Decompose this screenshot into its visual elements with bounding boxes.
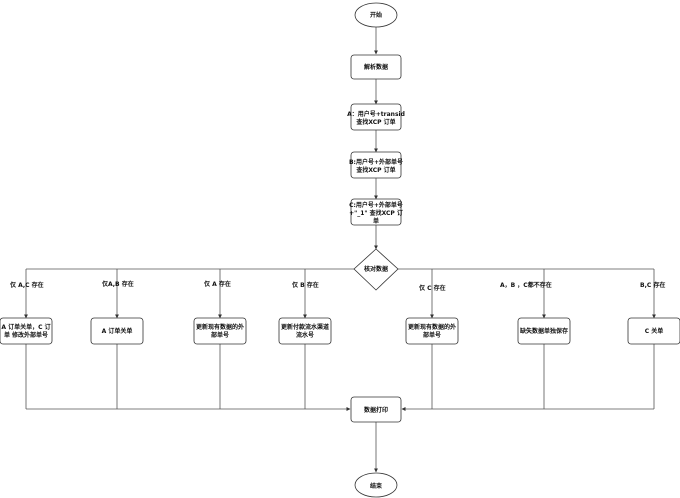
action-6-line-1: 缺失数据单独保存 bbox=[520, 327, 568, 335]
end-node bbox=[354, 472, 398, 498]
action-node-2 bbox=[90, 317, 144, 345]
start-label: 开始 bbox=[370, 11, 382, 19]
start-node bbox=[354, 2, 398, 28]
action-2-line-1: A 订单关单 bbox=[102, 327, 133, 335]
decision-node bbox=[353, 248, 399, 291]
print-label: 数据打印 bbox=[364, 406, 388, 414]
action-3-line-1: 更新现有数据的外 bbox=[196, 323, 244, 331]
action-1-line-1: A 订单关单，C 订 bbox=[1, 323, 50, 331]
lookup-c-line-2: +"_1" 查找XCP 订 bbox=[349, 209, 403, 217]
action-node-5 bbox=[405, 317, 459, 345]
lookup-c-node bbox=[350, 198, 402, 226]
action-node-3 bbox=[193, 317, 247, 345]
action-node-6 bbox=[517, 317, 571, 345]
lookup-b-line-2: 查找XCP 订单 bbox=[355, 166, 395, 174]
condition-1: 仅 A,C 存在 bbox=[9, 281, 44, 289]
condition-2: 仅A,B 存在 bbox=[101, 280, 134, 288]
parse-label: 解析数据 bbox=[364, 63, 388, 71]
condition-5: 仅 C 存在 bbox=[418, 284, 446, 292]
parse-node bbox=[350, 54, 402, 80]
lookup-c-line-1: C:用户号+外部单号 bbox=[349, 201, 403, 209]
end-label: 结束 bbox=[370, 482, 383, 490]
action-3-line-2: 部单号 bbox=[211, 331, 229, 339]
lookup-c-line-3: 单 bbox=[373, 217, 379, 225]
action-4-line-1: 更新付款流水渠道 bbox=[281, 323, 329, 331]
condition-6: A，B ，C都不存在 bbox=[500, 281, 552, 289]
action-7-line-1: C 关单 bbox=[645, 327, 664, 335]
main-connectors bbox=[24, 27, 656, 473]
lookup-b-line-1: B:用户号+外部单号 bbox=[349, 158, 403, 166]
lookup-b-node bbox=[350, 151, 402, 179]
condition-3: 仅 A 存在 bbox=[203, 280, 231, 288]
lookup-a-line-2: 查找XCP 订单 bbox=[355, 118, 395, 126]
action-5-line-1: 更新现有数据的外 bbox=[408, 323, 456, 331]
condition-4: 仅 B 存在 bbox=[291, 281, 319, 289]
lookup-a-node bbox=[350, 103, 402, 131]
action-4-line-2: 流水号 bbox=[296, 331, 314, 339]
condition-7: B,C 存在 bbox=[640, 281, 665, 289]
action-node-1 bbox=[0, 317, 53, 345]
print-node bbox=[350, 396, 402, 423]
decision-label: 核对数据 bbox=[364, 265, 388, 273]
action-node-4 bbox=[278, 317, 332, 345]
action-1-line-2: 单 修改外部单号 bbox=[4, 331, 48, 339]
action-node-7 bbox=[627, 317, 680, 345]
lookup-a-line-1: A：用户号+transid bbox=[347, 110, 405, 118]
action-5-line-2: 部单号 bbox=[423, 331, 441, 339]
